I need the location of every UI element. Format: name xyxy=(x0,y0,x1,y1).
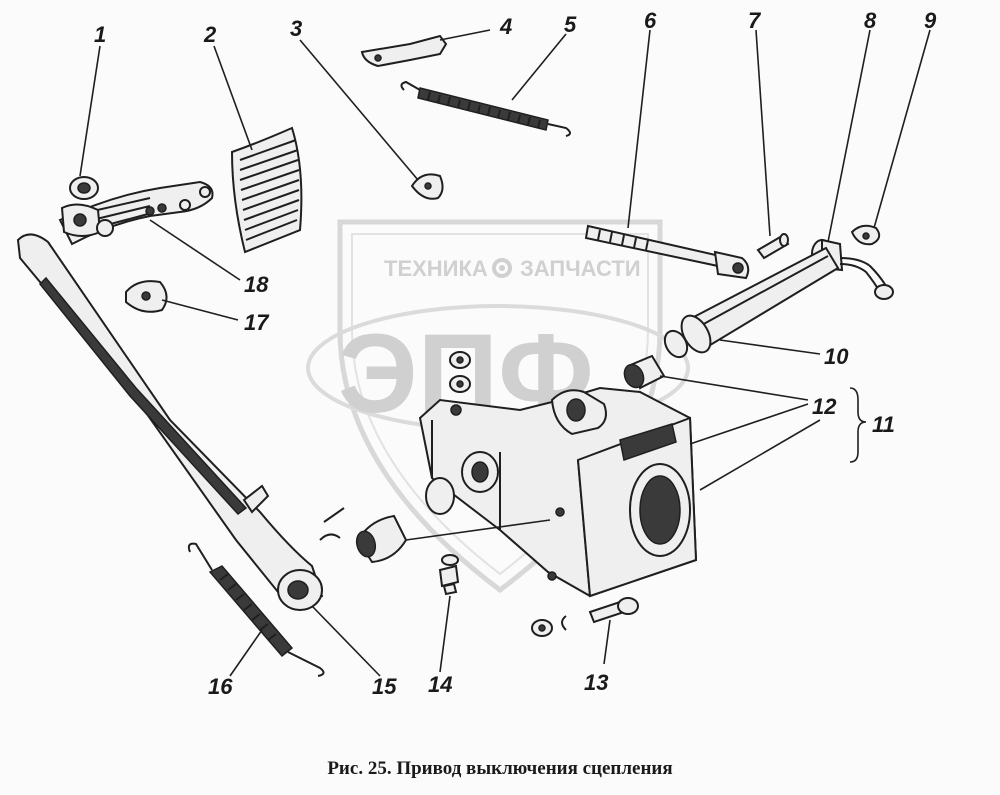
callout-6: 6 xyxy=(644,8,657,33)
callout-10: 10 xyxy=(824,344,849,369)
callout-8: 8 xyxy=(864,8,877,33)
bushing-part-12-lower xyxy=(355,514,408,564)
nut-part-9 xyxy=(850,224,881,246)
pin-part-7 xyxy=(756,233,790,260)
watermark-text-right: ЗАПЧАСТИ xyxy=(520,256,641,281)
figure-caption: Рис. 25. Привод выключения сцепления xyxy=(327,758,673,779)
callout-14: 14 xyxy=(428,672,452,697)
plate-part-4 xyxy=(360,34,448,68)
callout-9: 9 xyxy=(924,8,937,33)
callout-1: 1 xyxy=(94,22,106,47)
cotter-pin xyxy=(319,507,345,541)
pedal-arm-part-15 xyxy=(16,233,324,611)
callout-7: 7 xyxy=(748,8,762,33)
callout-11: 11 xyxy=(872,412,895,437)
spring-part-16 xyxy=(187,542,325,677)
bolt-set-part-13 xyxy=(531,597,639,637)
callout-18: 18 xyxy=(244,272,269,297)
push-rod-part-6 xyxy=(584,224,750,280)
return-spring-part-5 xyxy=(400,80,571,137)
watermark-text-left: ТЕХНИКА xyxy=(384,256,488,281)
watermark-gear-icon xyxy=(492,258,512,278)
callout-2: 2 xyxy=(203,22,217,47)
callout-17: 17 xyxy=(244,310,270,335)
clip-part-3 xyxy=(410,173,444,200)
bushing-part-17 xyxy=(125,280,168,313)
callout-16: 16 xyxy=(208,674,233,699)
bolt-part-14 xyxy=(438,554,460,596)
leader-lines xyxy=(79,29,931,677)
watermark: ТЕХНИКА ЗАПЧАСТИ ЭПФ xyxy=(306,219,690,594)
release-shaft-part-10 xyxy=(663,246,840,359)
housing-bracket-part-11 xyxy=(418,386,698,598)
callout-5: 5 xyxy=(564,12,577,37)
callout-13: 13 xyxy=(584,670,608,695)
pedal-pad-part-2 xyxy=(230,126,303,254)
pedal-bracket-part-18 xyxy=(58,176,214,246)
bushing-part-12-upper xyxy=(623,354,666,390)
callout-4: 4 xyxy=(499,14,512,39)
nuts-pair xyxy=(449,351,471,393)
callout-15: 15 xyxy=(372,674,397,699)
callout-labels: 1 2 3 4 5 6 7 8 9 10 11 12 13 14 15 16 1… xyxy=(94,8,937,699)
callout-12: 12 xyxy=(812,394,837,419)
callout-3: 3 xyxy=(290,16,302,41)
